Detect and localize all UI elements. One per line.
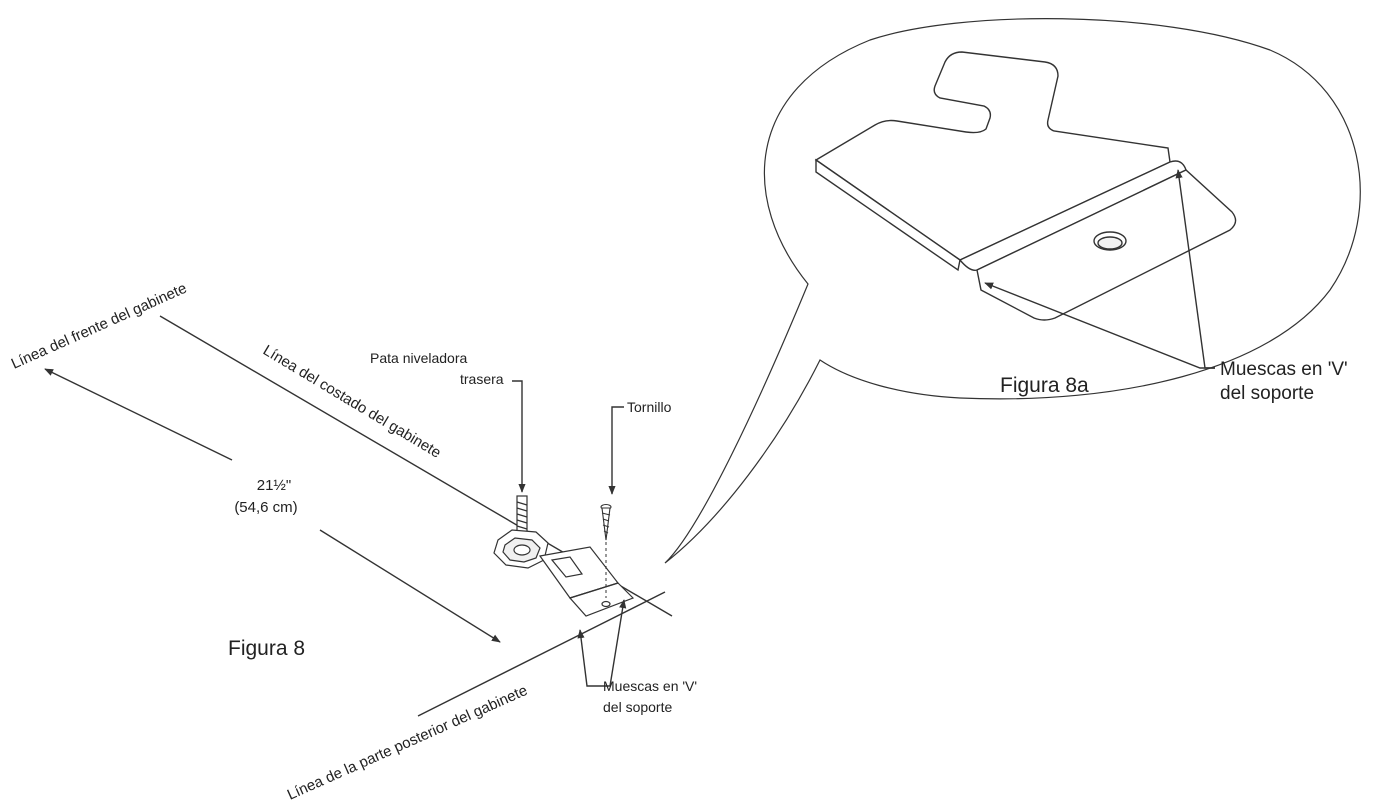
notch-leader-right: [598, 599, 627, 687]
front-line-label: Línea del frente del gabinete: [9, 280, 190, 373]
anti-tip-bracket-icon: [538, 546, 635, 617]
leg-leader: [512, 380, 526, 493]
notch-detail-label-line1: Muescas en 'V': [1220, 359, 1348, 380]
leg-label-line1: Pata niveladora: [370, 350, 468, 366]
screw-label: Tornillo: [627, 399, 672, 415]
screw-leader: [608, 406, 624, 495]
notch-detail-label-line2: del soporte: [1220, 383, 1314, 404]
leveling-leg-icon: [493, 495, 549, 569]
figure-main-caption: Figura 8: [228, 637, 305, 660]
figure-detail-caption: Figura 8a: [1000, 374, 1089, 397]
screw-icon: [600, 503, 612, 541]
leg-label-line2: trasera: [460, 371, 504, 387]
notch-label-line1: Muescas en 'V': [603, 678, 697, 694]
notch-detail-leader-right: [1175, 169, 1215, 369]
dimension-imperial: 21½": [257, 477, 292, 494]
bracket-detail-icon: [814, 51, 1237, 321]
notch-leader-left: [577, 629, 598, 687]
dimension-arrow-upper: [44, 368, 233, 461]
notch-label-line2: del soporte: [603, 699, 672, 715]
cabinet-rear-line: [417, 591, 666, 717]
detail-callout-bubble: [664, 18, 1361, 564]
dimension-arrow-lower: [319, 529, 501, 643]
rear-line-label: Línea de la parte posterior del gabinete: [285, 682, 530, 804]
dimension-metric: (54,6 cm): [234, 499, 297, 516]
